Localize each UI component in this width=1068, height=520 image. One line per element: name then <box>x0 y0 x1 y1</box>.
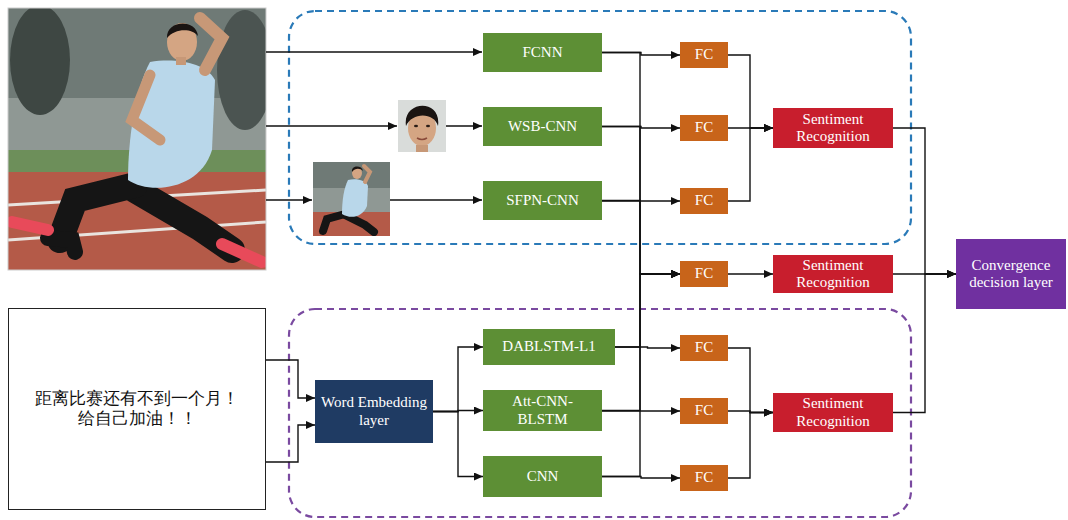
node-label: Convergence decision layer <box>961 257 1061 292</box>
decision-box: Convergence decision layer <box>956 239 1066 309</box>
connector <box>728 413 773 479</box>
node-label: Att-CNN-BLSTM <box>488 393 597 428</box>
node-label: FC <box>695 402 713 419</box>
node-label: CNN <box>527 468 559 485</box>
fc-box: FC <box>680 335 728 361</box>
node-label: FC <box>695 339 713 356</box>
sentiment-box: Sentiment Recognition <box>773 255 893 293</box>
node-label: FC <box>695 469 713 486</box>
node-label: FCNN <box>522 44 562 61</box>
node-label: FC <box>695 192 713 209</box>
connector <box>433 347 483 412</box>
connector <box>602 410 680 411</box>
input-text-box: 距离比赛还有不到一个月！ 给自己加油！！ <box>8 308 266 510</box>
node-label: SFPN-CNN <box>506 192 579 209</box>
face-crop <box>398 100 446 152</box>
node-label: 距离比赛还有不到一个月！ 给自己加油！！ <box>31 389 243 428</box>
connector <box>615 274 680 347</box>
sentiment-box: Sentiment Recognition <box>773 393 893 432</box>
connector <box>602 201 680 275</box>
network-box: CNN <box>483 456 602 497</box>
network-box: DABLSTM-L1 <box>483 329 615 365</box>
connector <box>433 412 483 477</box>
connector <box>893 274 956 413</box>
connector <box>602 274 680 477</box>
fc-box: FC <box>680 465 728 491</box>
node-label: WSB-CNN <box>508 118 577 135</box>
body-crop <box>313 162 390 236</box>
connector <box>728 55 773 128</box>
photo-arrows <box>266 52 482 200</box>
node-label: FC <box>695 119 713 136</box>
node-label: FC <box>695 46 713 63</box>
fc-box: FC <box>680 188 728 214</box>
connector <box>602 127 680 275</box>
connector <box>615 347 680 348</box>
athlete-photo <box>8 8 266 270</box>
connector <box>266 360 315 398</box>
node-label: FC <box>695 265 713 282</box>
connector <box>728 128 773 201</box>
text-branch-region <box>289 309 911 517</box>
connector <box>602 477 680 479</box>
sentiment-box: Sentiment Recognition <box>773 108 893 148</box>
fc-box: FC <box>680 42 728 68</box>
embedding-box: Word Embedding layer <box>315 380 433 443</box>
network-box: WSB-CNN <box>483 107 602 146</box>
connector <box>602 53 680 275</box>
network-box: FCNN <box>483 33 602 72</box>
node-label: Word Embedding layer <box>321 394 427 429</box>
fc-box: FC <box>680 398 728 424</box>
node-label: Sentiment Recognition <box>778 111 888 146</box>
connector <box>893 128 956 274</box>
fc-box: FC <box>680 115 728 141</box>
connector <box>728 273 773 274</box>
image-branch-region <box>289 11 911 244</box>
node-label: DABLSTM-L1 <box>502 338 595 355</box>
node-label: Sentiment Recognition <box>778 395 888 430</box>
network-box: SFPN-CNN <box>483 181 602 220</box>
connector <box>266 425 315 462</box>
node-label: Sentiment Recognition <box>778 257 888 292</box>
network-box: Att-CNN-BLSTM <box>483 390 602 431</box>
connector <box>728 348 773 413</box>
fc-box: FC <box>680 261 728 287</box>
